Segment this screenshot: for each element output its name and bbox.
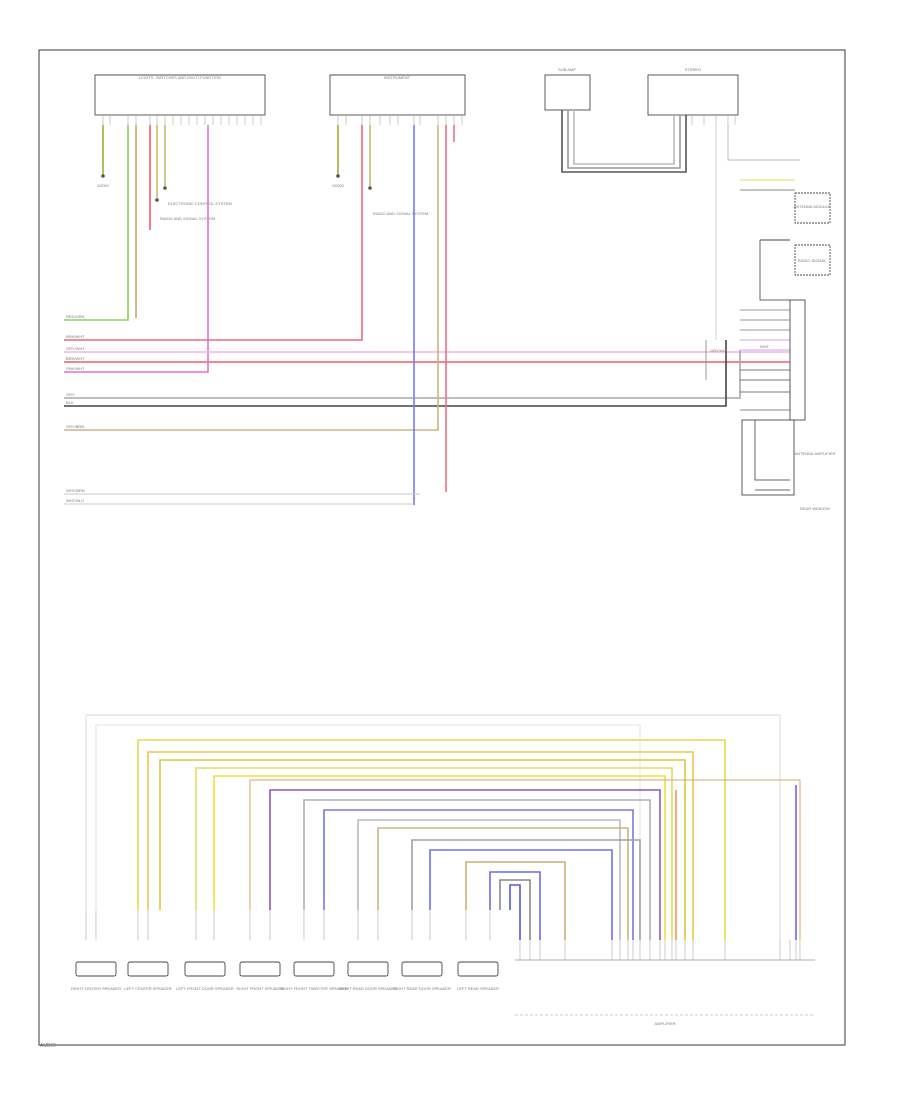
speaker-right-center: RIGHT CENTER SPEAKER — [71, 961, 121, 991]
wire-label-3: BRN/WHT — [66, 356, 85, 361]
stub-label-3: RADIO AND SIGNAL SYSTEM — [373, 211, 428, 216]
bus-wires — [64, 125, 790, 505]
ground-g2: G0002 — [332, 125, 345, 188]
speaker-left-rear: LEFT REAR SPEAKER — [457, 961, 499, 991]
ground-label-1: G0001 — [97, 183, 110, 188]
top-component-lights-control: LIGHTS, SWITCHES AND MULTI-FUNCTION — [94, 74, 266, 116]
wire-label-7: GRY/BRN — [66, 424, 84, 429]
antenna-module-label: ANTENNA MODULE — [793, 204, 830, 209]
lights-control-label: LIGHTS, SWITCHES AND MULTI-FUNCTION — [139, 75, 221, 80]
speaker-label-0: RIGHT CENTER SPEAKER — [71, 986, 121, 991]
antenna-amp-label: ANTENNA AMPLIFIER — [795, 451, 836, 456]
wire-label-0: RED/GRN — [66, 314, 85, 319]
right-antenna-group: ANTENNA MODULE RADIO SIGNAL ANTENNA AMPL… — [705, 125, 836, 511]
speaker-pin-ticks — [85, 910, 491, 940]
stub-mid: RADIO AND SIGNAL SYSTEM — [368, 125, 428, 216]
radio-unit-label: STEREO — [685, 67, 701, 72]
top-component-instrument: INSTRUMENT — [329, 74, 466, 116]
wire-label-9: WHT/BLU — [66, 498, 84, 503]
stub-label-1: RADIO AND SIGNAL SYSTEM — [160, 216, 215, 221]
speaker-left-front-door: LEFT FRONT DOOR SPEAKER — [176, 961, 234, 991]
amplifier-label: AMPLIFIER — [654, 1021, 675, 1026]
radio-signal-label: RADIO SIGNAL — [798, 258, 827, 263]
speaker-label-4: RIGHT FRONT TWEETER SPEAKER — [280, 986, 348, 991]
amplifier: AMPLIFIER — [515, 940, 815, 1026]
bus-wire-labels: RED/GRN BRN/WHT GRY/WHT BRN/WHT PNK/WHT … — [66, 314, 85, 503]
instrument-label: INSTRUMENT — [384, 75, 411, 80]
top-component-radio-unit: STEREO — [647, 67, 739, 116]
page-label: AUDIO — [40, 1043, 56, 1049]
ground-g1: G0001 — [97, 125, 110, 188]
wire-label-1: BRN/WHT — [66, 334, 85, 339]
top-component-subwoofer-amp: SUB AMP — [544, 67, 591, 111]
wire-label-5: GRY — [66, 392, 75, 397]
speaker-right-front-door: RIGHT FRONT SPEAKER — [236, 961, 284, 991]
speaker-right-front-tweeter: RIGHT FRONT TWEETER SPEAKER — [280, 961, 348, 991]
speaker-label-2: LEFT FRONT DOOR SPEAKER — [176, 986, 234, 991]
wire-label-4: PNK/WHT — [66, 366, 85, 371]
wire-label-11: WHT — [760, 344, 770, 349]
speaker-label-7: LEFT REAR SPEAKER — [457, 986, 499, 991]
speaker-harness — [85, 714, 801, 940]
speaker-label-3: RIGHT FRONT SPEAKER — [236, 986, 283, 991]
diagram-frame — [38, 49, 846, 1046]
stub-left-2: ELECTRONIC CONTROL SYSTEM — [163, 125, 232, 206]
ground-label-2: G0002 — [332, 183, 345, 188]
wire-label-8: WHT/BRN — [66, 488, 85, 493]
subamp-radio-link — [561, 110, 687, 173]
wire-label-10: GRY/VIO — [710, 348, 727, 353]
wire-label-2: GRY/WHT — [66, 346, 85, 351]
wire-label-6: BLK — [66, 400, 74, 405]
speaker-right-rear-tweeter: RIGHT REAR DOOR SPEAKER — [393, 961, 451, 991]
rear-window-label: REAR WINDOW — [800, 506, 830, 511]
speaker-label-1: LEFT CENTER SPEAKER — [124, 986, 171, 991]
stub-label-2: ELECTRONIC CONTROL SYSTEM — [168, 201, 232, 206]
speaker-label-5: RIGHT REAR DOOR SPEAKER — [339, 986, 397, 991]
stub-left-1: RADIO AND SIGNAL SYSTEM — [155, 125, 215, 221]
speaker-label-6: RIGHT REAR DOOR SPEAKER — [393, 986, 451, 991]
subwoofer-amp-label: SUB AMP — [558, 67, 576, 72]
top-pin-ticks — [102, 115, 736, 125]
speaker-right-rear: RIGHT REAR DOOR SPEAKER — [339, 961, 397, 991]
speaker-left-center: LEFT CENTER SPEAKER — [124, 961, 172, 991]
